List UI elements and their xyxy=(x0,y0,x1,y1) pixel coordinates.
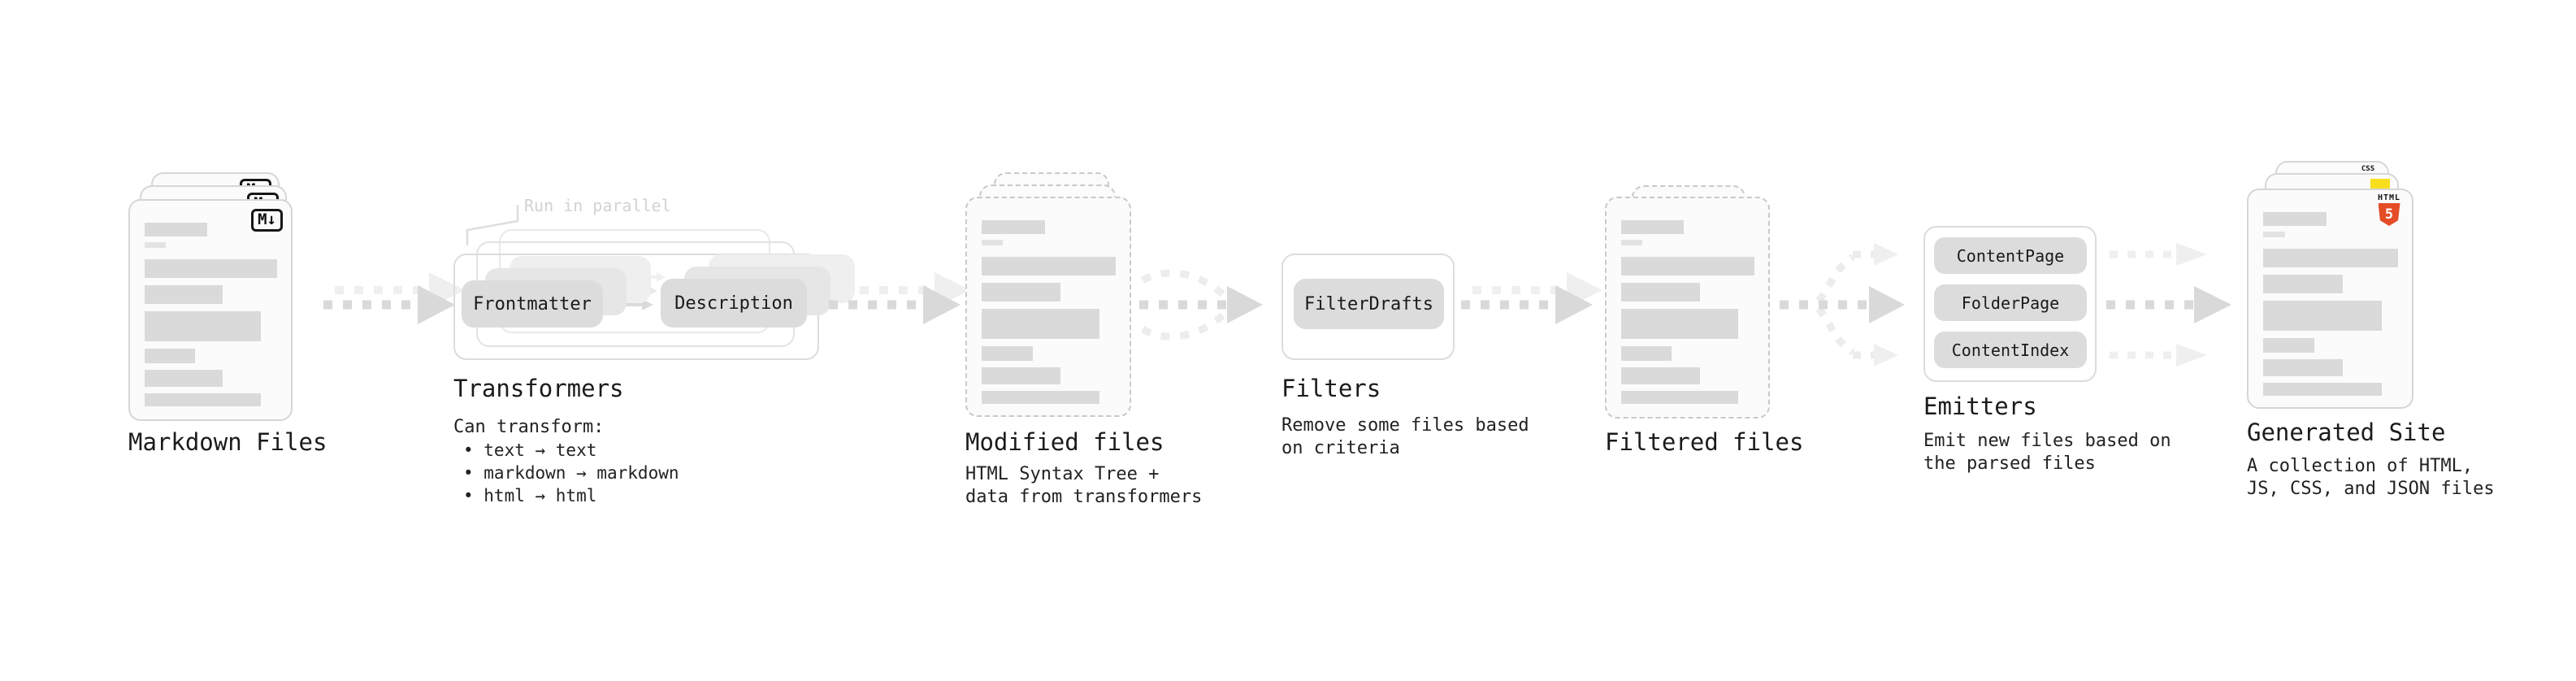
node-transformers: Frontmatter Description xyxy=(453,229,855,367)
modified-files-label: Modified files xyxy=(965,428,1164,456)
markdown-icon: M↓ xyxy=(251,209,283,232)
arrow-filtered-to-emitters xyxy=(1780,243,1905,367)
bullet-item: • markdown → markdown xyxy=(463,463,679,483)
arrow-emitters-to-site xyxy=(2106,243,2231,367)
callout-leader-line xyxy=(466,205,519,245)
filtered-files-label: Filtered files xyxy=(1605,428,1804,456)
arrow-filters-to-filtered xyxy=(1461,272,1602,324)
node-markdown-files: M↓ M↓ M↓ xyxy=(128,172,323,424)
generated-site-caption: A collection of HTML, JS, CSS, and JSON … xyxy=(2247,456,2495,499)
node-modified-files xyxy=(965,172,1160,424)
modified-files-caption: HTML Syntax Tree + data from transformer… xyxy=(965,464,1203,507)
filters-caption: Remove some files based on criteria xyxy=(1281,415,1529,458)
contentpage-pill: ContentPage xyxy=(1934,237,2087,274)
folderpage-pill: FolderPage xyxy=(1934,284,2087,321)
filterdrafts-pill: FilterDrafts xyxy=(1294,279,1444,329)
js-icon xyxy=(2370,179,2390,189)
arrow-modified-to-filters xyxy=(1139,269,1263,340)
html5-icon: HTML 5 xyxy=(2375,194,2403,226)
contentindex-pill: ContentIndex xyxy=(1934,332,2087,368)
document-content-placeholder xyxy=(145,223,277,406)
filters-title: Filters xyxy=(1281,375,1381,402)
bullet-item: • html → html xyxy=(463,486,597,505)
markdown-file-card-front: M↓ xyxy=(128,199,293,421)
document-content-placeholder xyxy=(982,220,1116,404)
transformers-bullets: • text → text • markdown → markdown • ht… xyxy=(463,439,679,507)
description-pill: Description xyxy=(661,279,807,327)
generated-site-label: Generated Site xyxy=(2247,419,2446,446)
node-filtered-files xyxy=(1605,185,1800,429)
arrow-markdown-to-transformers xyxy=(323,272,465,324)
document-content-placeholder xyxy=(2263,212,2398,396)
transformers-title: Transformers xyxy=(453,375,624,402)
modified-file-card-front xyxy=(965,197,1131,417)
site-file-card-html: HTML 5 xyxy=(2247,189,2413,409)
filtered-file-card-front xyxy=(1605,197,1770,419)
document-content-placeholder xyxy=(1621,220,1754,404)
markdown-files-label: Markdown Files xyxy=(128,428,327,456)
run-in-parallel-label: Run in parallel xyxy=(524,196,671,215)
node-generated-site: CSS HTML 5 xyxy=(2247,161,2442,413)
emitters-title: Emitters xyxy=(1923,393,2037,420)
frontmatter-pill: Frontmatter xyxy=(462,280,603,327)
transformers-caption-title: Can transform: xyxy=(453,417,605,437)
arrow-transformers-to-modified xyxy=(829,272,970,324)
bullet-item: • text → text xyxy=(463,440,597,460)
emitters-caption: Emit new files based on the parsed files xyxy=(1923,431,2171,474)
